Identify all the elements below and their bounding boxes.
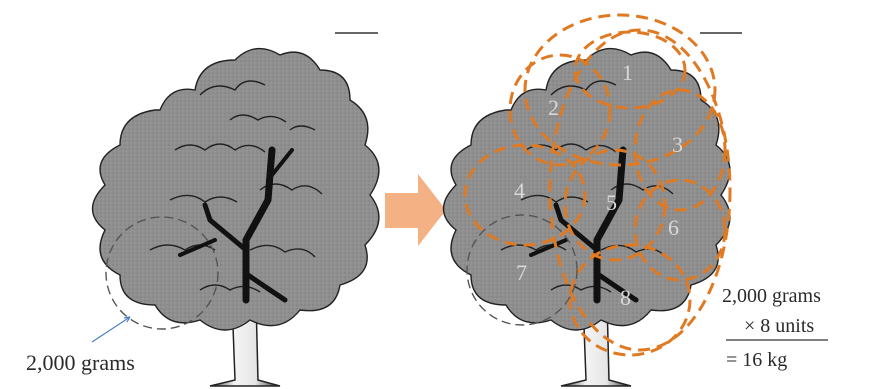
left-foliage [93, 49, 379, 330]
sample-pointer-icon [92, 317, 130, 342]
unit-number-7: 7 [516, 260, 527, 285]
calc-sample-weight: 2,000 grams [722, 285, 821, 307]
unit-number-6: 6 [668, 215, 679, 240]
sample-weight-label: 2,000 grams [26, 350, 135, 375]
unit-number-1: 1 [622, 60, 633, 85]
unit-number-4: 4 [514, 178, 525, 203]
unit-number-2: 2 [548, 95, 559, 120]
left-tree: 2,000 grams [26, 33, 379, 386]
unit-number-5: 5 [606, 190, 617, 215]
right-tree: 1 2 3 4 5 6 7 8 [444, 15, 743, 386]
calc-total: = 16 kg [726, 349, 787, 371]
unit-number-3: 3 [672, 132, 683, 157]
unit-number-8: 8 [620, 285, 631, 310]
calculation-block: 2,000 grams × 8 units = 16 kg [722, 285, 828, 371]
right-arrow-icon [385, 174, 446, 246]
calc-multiplier: × 8 units [744, 315, 814, 337]
